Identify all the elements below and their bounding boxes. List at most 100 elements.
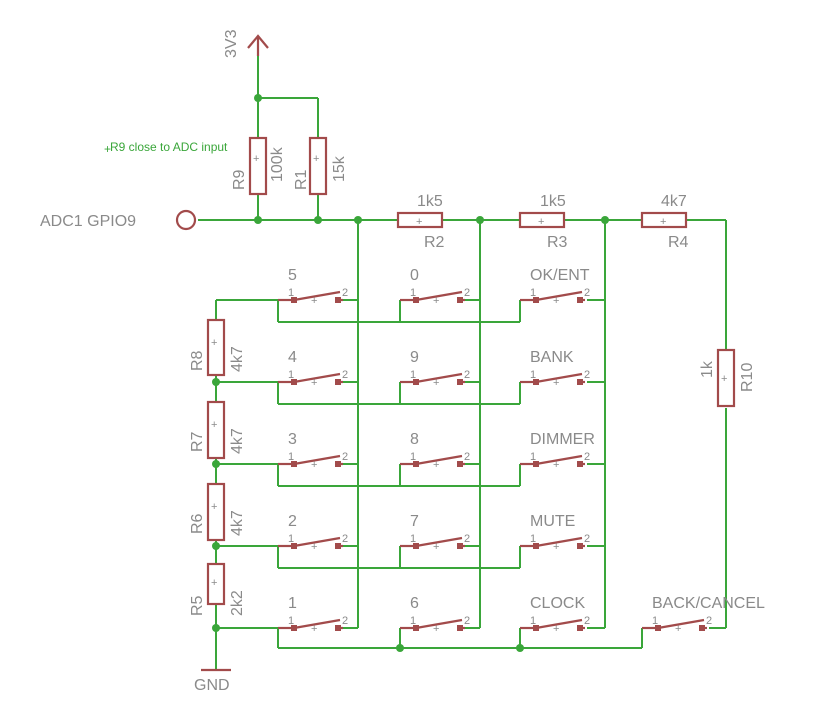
switch-pin2: 2 — [584, 451, 590, 463]
switch-plus: + — [311, 541, 317, 553]
svg-text:+: + — [538, 216, 544, 228]
resistor-r1: + R1 15k — [293, 136, 348, 196]
switch-13: +1 2 6 — [400, 595, 470, 635]
switch-pin1: 1 — [530, 615, 536, 627]
switch-label: BANK — [530, 349, 574, 366]
switch-label: 6 — [410, 595, 419, 612]
resistor-r2: + 1k5 R2 — [396, 193, 445, 251]
switch-pin2: 2 — [342, 533, 348, 545]
ground-label: GND — [194, 677, 230, 694]
switch-label: CLOCK — [530, 595, 585, 612]
switch-pin2: 2 — [464, 451, 470, 463]
switch-plus: + — [553, 541, 559, 553]
adc-label: ADC1 GPIO9 — [40, 213, 136, 230]
svg-text:+: + — [253, 153, 259, 165]
switch-6: +1 2 3 — [278, 431, 348, 471]
r6-value: 4k7 — [229, 510, 246, 536]
r2-id: R2 — [424, 234, 445, 251]
svg-text:+: + — [211, 501, 217, 513]
adc-input: ADC1 GPIO9 + R9 close to ADC input — [40, 140, 228, 231]
resistor-r6: + R6 4k7 — [189, 482, 246, 542]
switch-plus: + — [553, 459, 559, 471]
switch-pin1: 1 — [530, 287, 536, 299]
resistor-r3: + 1k5 R3 — [518, 193, 568, 251]
switch-pin1: 1 — [288, 451, 294, 463]
ground-symbol: GND — [194, 668, 231, 694]
r8-id: R8 — [189, 350, 206, 371]
svg-text:+: + — [416, 216, 422, 228]
r1-id: R1 — [293, 169, 310, 190]
r3-id: R3 — [547, 234, 568, 251]
switch-label: 3 — [288, 431, 297, 448]
r7-id: R7 — [189, 431, 206, 452]
r4-value: 4k7 — [661, 193, 687, 210]
svg-text:+: + — [211, 337, 217, 349]
r5-value: 2k2 — [229, 590, 246, 616]
svg-text:+: + — [660, 216, 666, 228]
switch-pin2: 2 — [464, 287, 470, 299]
supply-label: 3V3 — [223, 29, 240, 58]
svg-text:+: + — [721, 373, 727, 385]
switch-plus: + — [433, 295, 439, 307]
switch-plus: + — [433, 541, 439, 553]
switch-label: OK/ENT — [530, 267, 590, 284]
note-label: R9 close to ADC input — [110, 140, 228, 154]
switch-label: 5 — [288, 267, 297, 284]
switch-plus: + — [433, 459, 439, 471]
switch-pin1: 1 — [530, 369, 536, 381]
r9-value: 100k — [269, 146, 286, 182]
r10-id: R10 — [739, 363, 756, 392]
r4-id: R4 — [668, 234, 689, 251]
switch-pin2: 2 — [464, 615, 470, 627]
switch-pin1: 1 — [410, 615, 416, 627]
switch-pin2: 2 — [342, 287, 348, 299]
svg-text:+: + — [313, 153, 319, 165]
switch-pin2: 2 — [342, 451, 348, 463]
resistor-r10: + 1k R10 — [699, 348, 756, 408]
switch-10: +1 2 7 — [400, 513, 470, 553]
supply-symbol: 3V3 — [223, 29, 269, 58]
r2-value: 1k5 — [417, 193, 443, 210]
switch-plus: + — [675, 623, 681, 635]
svg-text:+: + — [211, 419, 217, 431]
junction-dots — [212, 94, 609, 652]
switch-pin1: 1 — [288, 287, 294, 299]
resistor-r8: + R8 4k7 — [189, 318, 246, 377]
resistor-r5: + R5 2k2 — [189, 562, 246, 616]
switch-pin2: 2 — [706, 615, 712, 627]
switch-pin1: 1 — [410, 287, 416, 299]
switch-plus: + — [311, 377, 317, 389]
r1-value: 15k — [331, 155, 348, 182]
switch-label: BACK/CANCEL — [652, 595, 765, 612]
switch-label: 4 — [288, 349, 297, 366]
switch-label: 8 — [410, 431, 419, 448]
switch-plus: + — [553, 377, 559, 389]
switch-label: DIMMER — [530, 431, 595, 448]
switch-plus: + — [553, 623, 559, 635]
switch-pin1: 1 — [288, 369, 294, 381]
switch-label: 7 — [410, 513, 419, 530]
switch-pin2: 2 — [464, 533, 470, 545]
switch-plus: + — [433, 623, 439, 635]
wires — [198, 55, 727, 670]
switch-label: 9 — [410, 349, 419, 366]
resistor-r9: + R9 100k — [231, 136, 286, 196]
switch-plus: + — [311, 623, 317, 635]
switch-pin1: 1 — [288, 615, 294, 627]
r10-value: 1k — [699, 360, 716, 378]
switch-label: 0 — [410, 267, 419, 284]
switch-1: +1 2 0 — [400, 267, 470, 307]
switch-pin1: 1 — [530, 533, 536, 545]
switch-pin2: 2 — [342, 615, 348, 627]
switch-plus: + — [311, 459, 317, 471]
r8-value: 4k7 — [229, 346, 246, 372]
switch-pin1: 1 — [410, 533, 416, 545]
